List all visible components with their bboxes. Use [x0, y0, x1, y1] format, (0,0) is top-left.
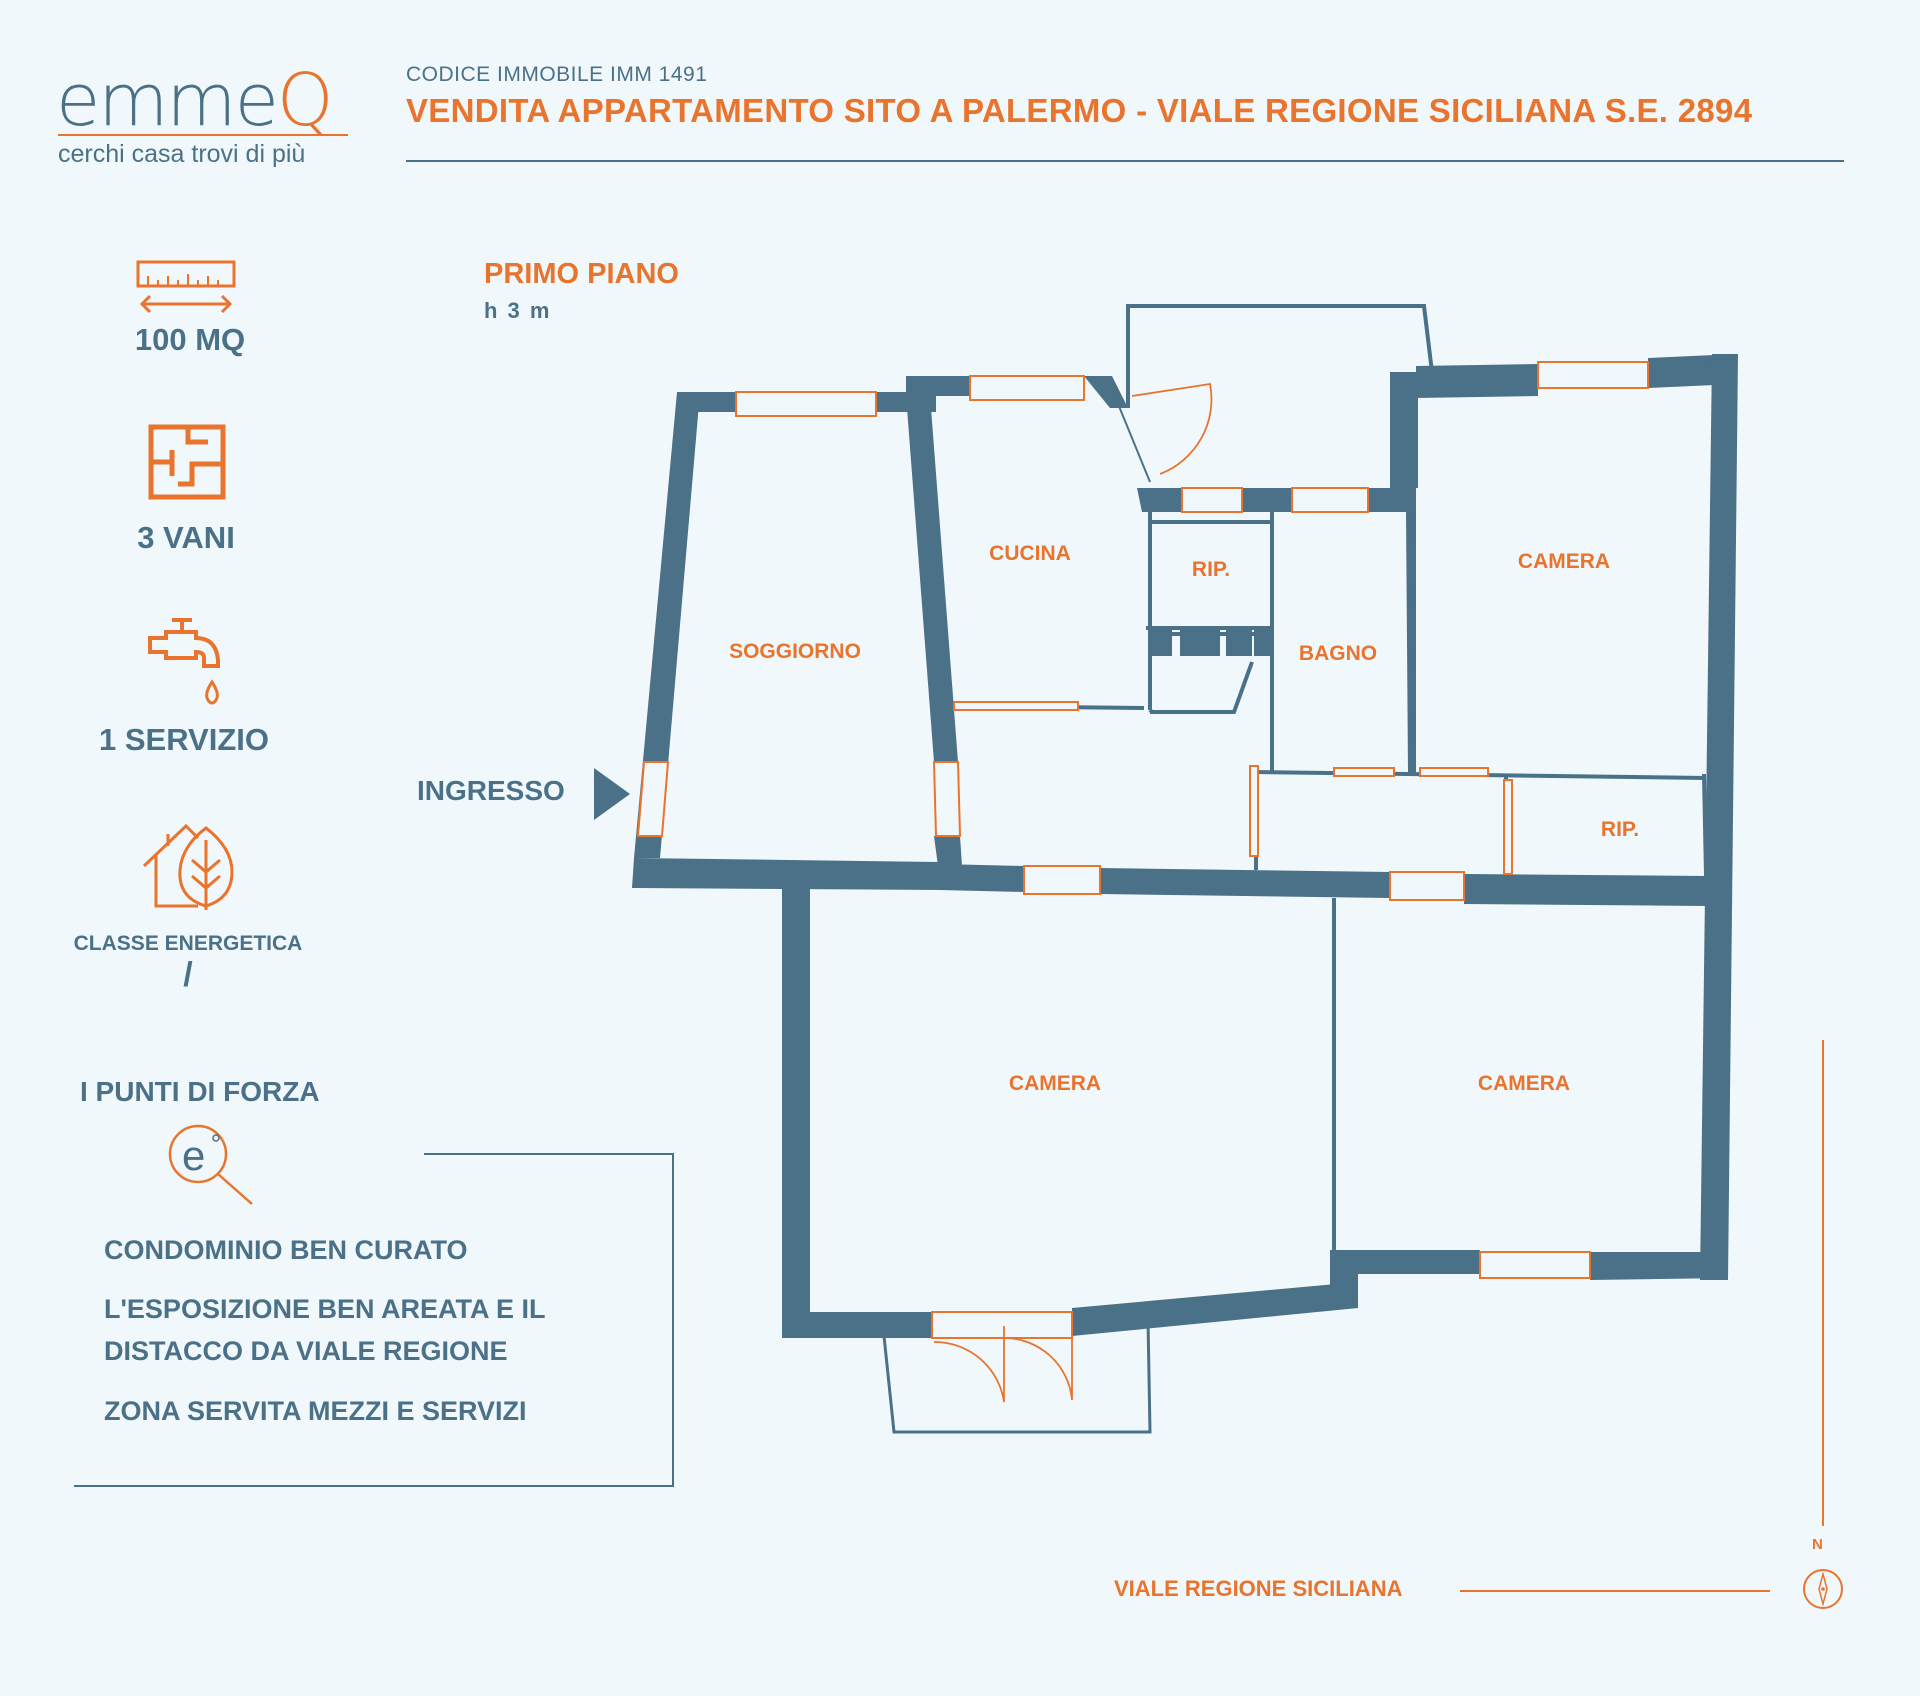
compass-line [1822, 1040, 1824, 1526]
entrance-arrow-icon [594, 768, 630, 820]
strengths-frame-top [424, 1153, 674, 1155]
street-line [1460, 1590, 1770, 1592]
header-divider [406, 160, 1844, 162]
floor-title: PRIMO PIANO [484, 258, 679, 290]
brand-logo: emmeQ [56, 58, 334, 142]
room-label-rip: RIP. [1192, 558, 1230, 581]
property-code: CODICE IMMOBILE IMM 1491 [406, 63, 708, 86]
brand-underline [58, 134, 348, 136]
magnifier-e-icon: e [168, 1124, 253, 1205]
bathrooms-value: 1 SERVIZIO [99, 722, 269, 757]
svg-text:e: e [182, 1132, 205, 1179]
strengths-frame-right [672, 1153, 674, 1487]
ruler-icon [136, 260, 236, 314]
room-label-rip: RIP. [1601, 818, 1639, 841]
page-title: VENDITA APPARTAMENTO SITO A PALERMO - VI… [406, 92, 1753, 129]
strength-item: ZONA SERVITA MEZZI E SERVIZI [104, 1396, 527, 1426]
windows [636, 361, 1649, 1339]
strength-item: CONDOMINIO BEN CURATO [104, 1235, 468, 1265]
room-label-camera: CAMERA [1518, 550, 1610, 573]
room-labels: SOGGIORNO CUCINA RIP. BAGNO CAMERA RIP. … [729, 542, 1639, 1095]
energy-class-value: / [183, 956, 193, 994]
brand-logo-accent: Q [276, 58, 334, 142]
strength-item: L'ESPOSIZIONE BEN AREATA E IL DISTACCO D… [104, 1294, 545, 1366]
strengths-title: I PUNTI DI FORZA [80, 1076, 320, 1107]
brand-tagline: cerchi casa trovi di più [58, 140, 306, 168]
energy-class-label: CLASSE ENERGETICA [73, 932, 303, 955]
doors [882, 382, 1213, 1434]
ceiling-height: h 3 m [484, 298, 552, 323]
floorplan-icon [148, 424, 226, 500]
room-label-soggiorno: SOGGIORNO [729, 640, 861, 663]
room-label-camera: CAMERA [1009, 1072, 1101, 1095]
compass-icon [1803, 1569, 1843, 1609]
faucet-icon [148, 618, 220, 705]
entrance-label: INGRESSO [417, 775, 565, 806]
room-label-bagno: BAGNO [1299, 642, 1377, 665]
north-label: N [1812, 1536, 1823, 1553]
strengths-frame-bottom [74, 1485, 674, 1487]
floor-plan: SOGGIORNO CUCINA RIP. BAGNO CAMERA RIP. … [632, 304, 1738, 1434]
room-label-camera: CAMERA [1478, 1072, 1570, 1095]
rooms-value: 3 VANI [137, 520, 235, 555]
energy-leaf-icon [142, 823, 234, 910]
thin-walls [953, 304, 1708, 1250]
street-label: VIALE REGIONE SICILIANA [1114, 1576, 1403, 1601]
walls [632, 354, 1738, 1338]
small-storage-blocks [1150, 628, 1274, 656]
area-value: 100 MQ [134, 322, 246, 357]
room-label-cucina: CUCINA [989, 542, 1071, 565]
